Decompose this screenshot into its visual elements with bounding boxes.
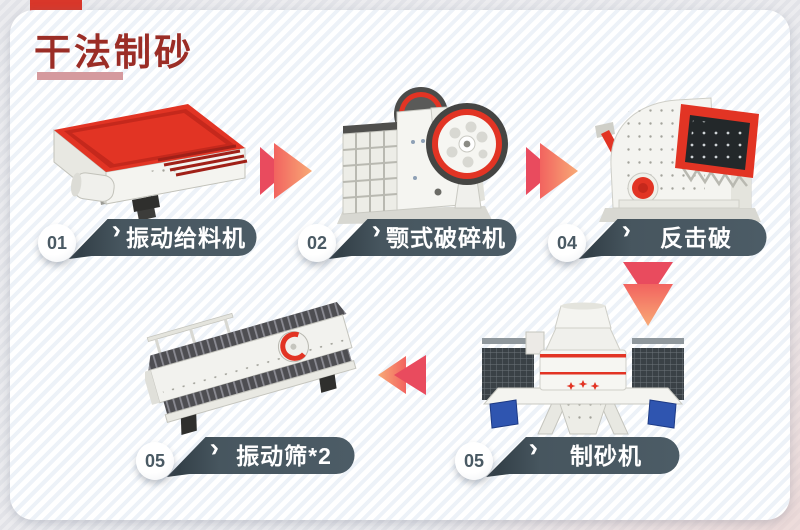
flow-arrow-down-icon [620,260,676,328]
step-number-badge: 01 [38,224,76,262]
step-label-sand-making-machine: 05 › 制砂机 [455,432,680,484]
step-pill [62,214,260,260]
step-label-text: 颚式破碎机 [386,225,506,251]
step-pill [479,432,683,478]
step-label-impact-crusher: 04 › 反击破 [548,214,773,266]
step-number-badge: 05 [455,442,493,480]
step-number-badge: 05 [136,442,174,480]
double-vibrating-screen-image [145,285,365,435]
impact-crusher-image [593,82,768,227]
step-number-badge: 04 [548,224,586,262]
step-label-vibrating-feeder: 01 › 振动给料机 [38,214,263,266]
step-pill [160,432,358,478]
step-label-text: 振动给料机 [126,225,246,251]
step-label-jaw-crusher: 02 › 颚式破碎机 [298,214,523,266]
step-pill [322,214,520,260]
flow-arrow-right-icon [258,142,314,200]
step-label-text: 振动筛*2 [236,443,332,469]
jaw-crusher-image [335,82,510,227]
step-pill [572,214,770,260]
step-label-vibrating-screen: 05 › 振动筛*2 [136,432,361,484]
step-label-text: 反击破 [660,225,732,251]
title-underline [37,72,123,80]
step-label-text: 制砂机 [570,443,642,469]
page-title: 干法制砂 [34,32,194,73]
flow-arrow-right-icon [524,142,580,200]
flow-arrow-left-icon [376,354,434,396]
step-number-badge: 02 [298,224,336,262]
vibrating-feeder-image [40,90,255,225]
sand-making-machine-image [478,298,688,438]
